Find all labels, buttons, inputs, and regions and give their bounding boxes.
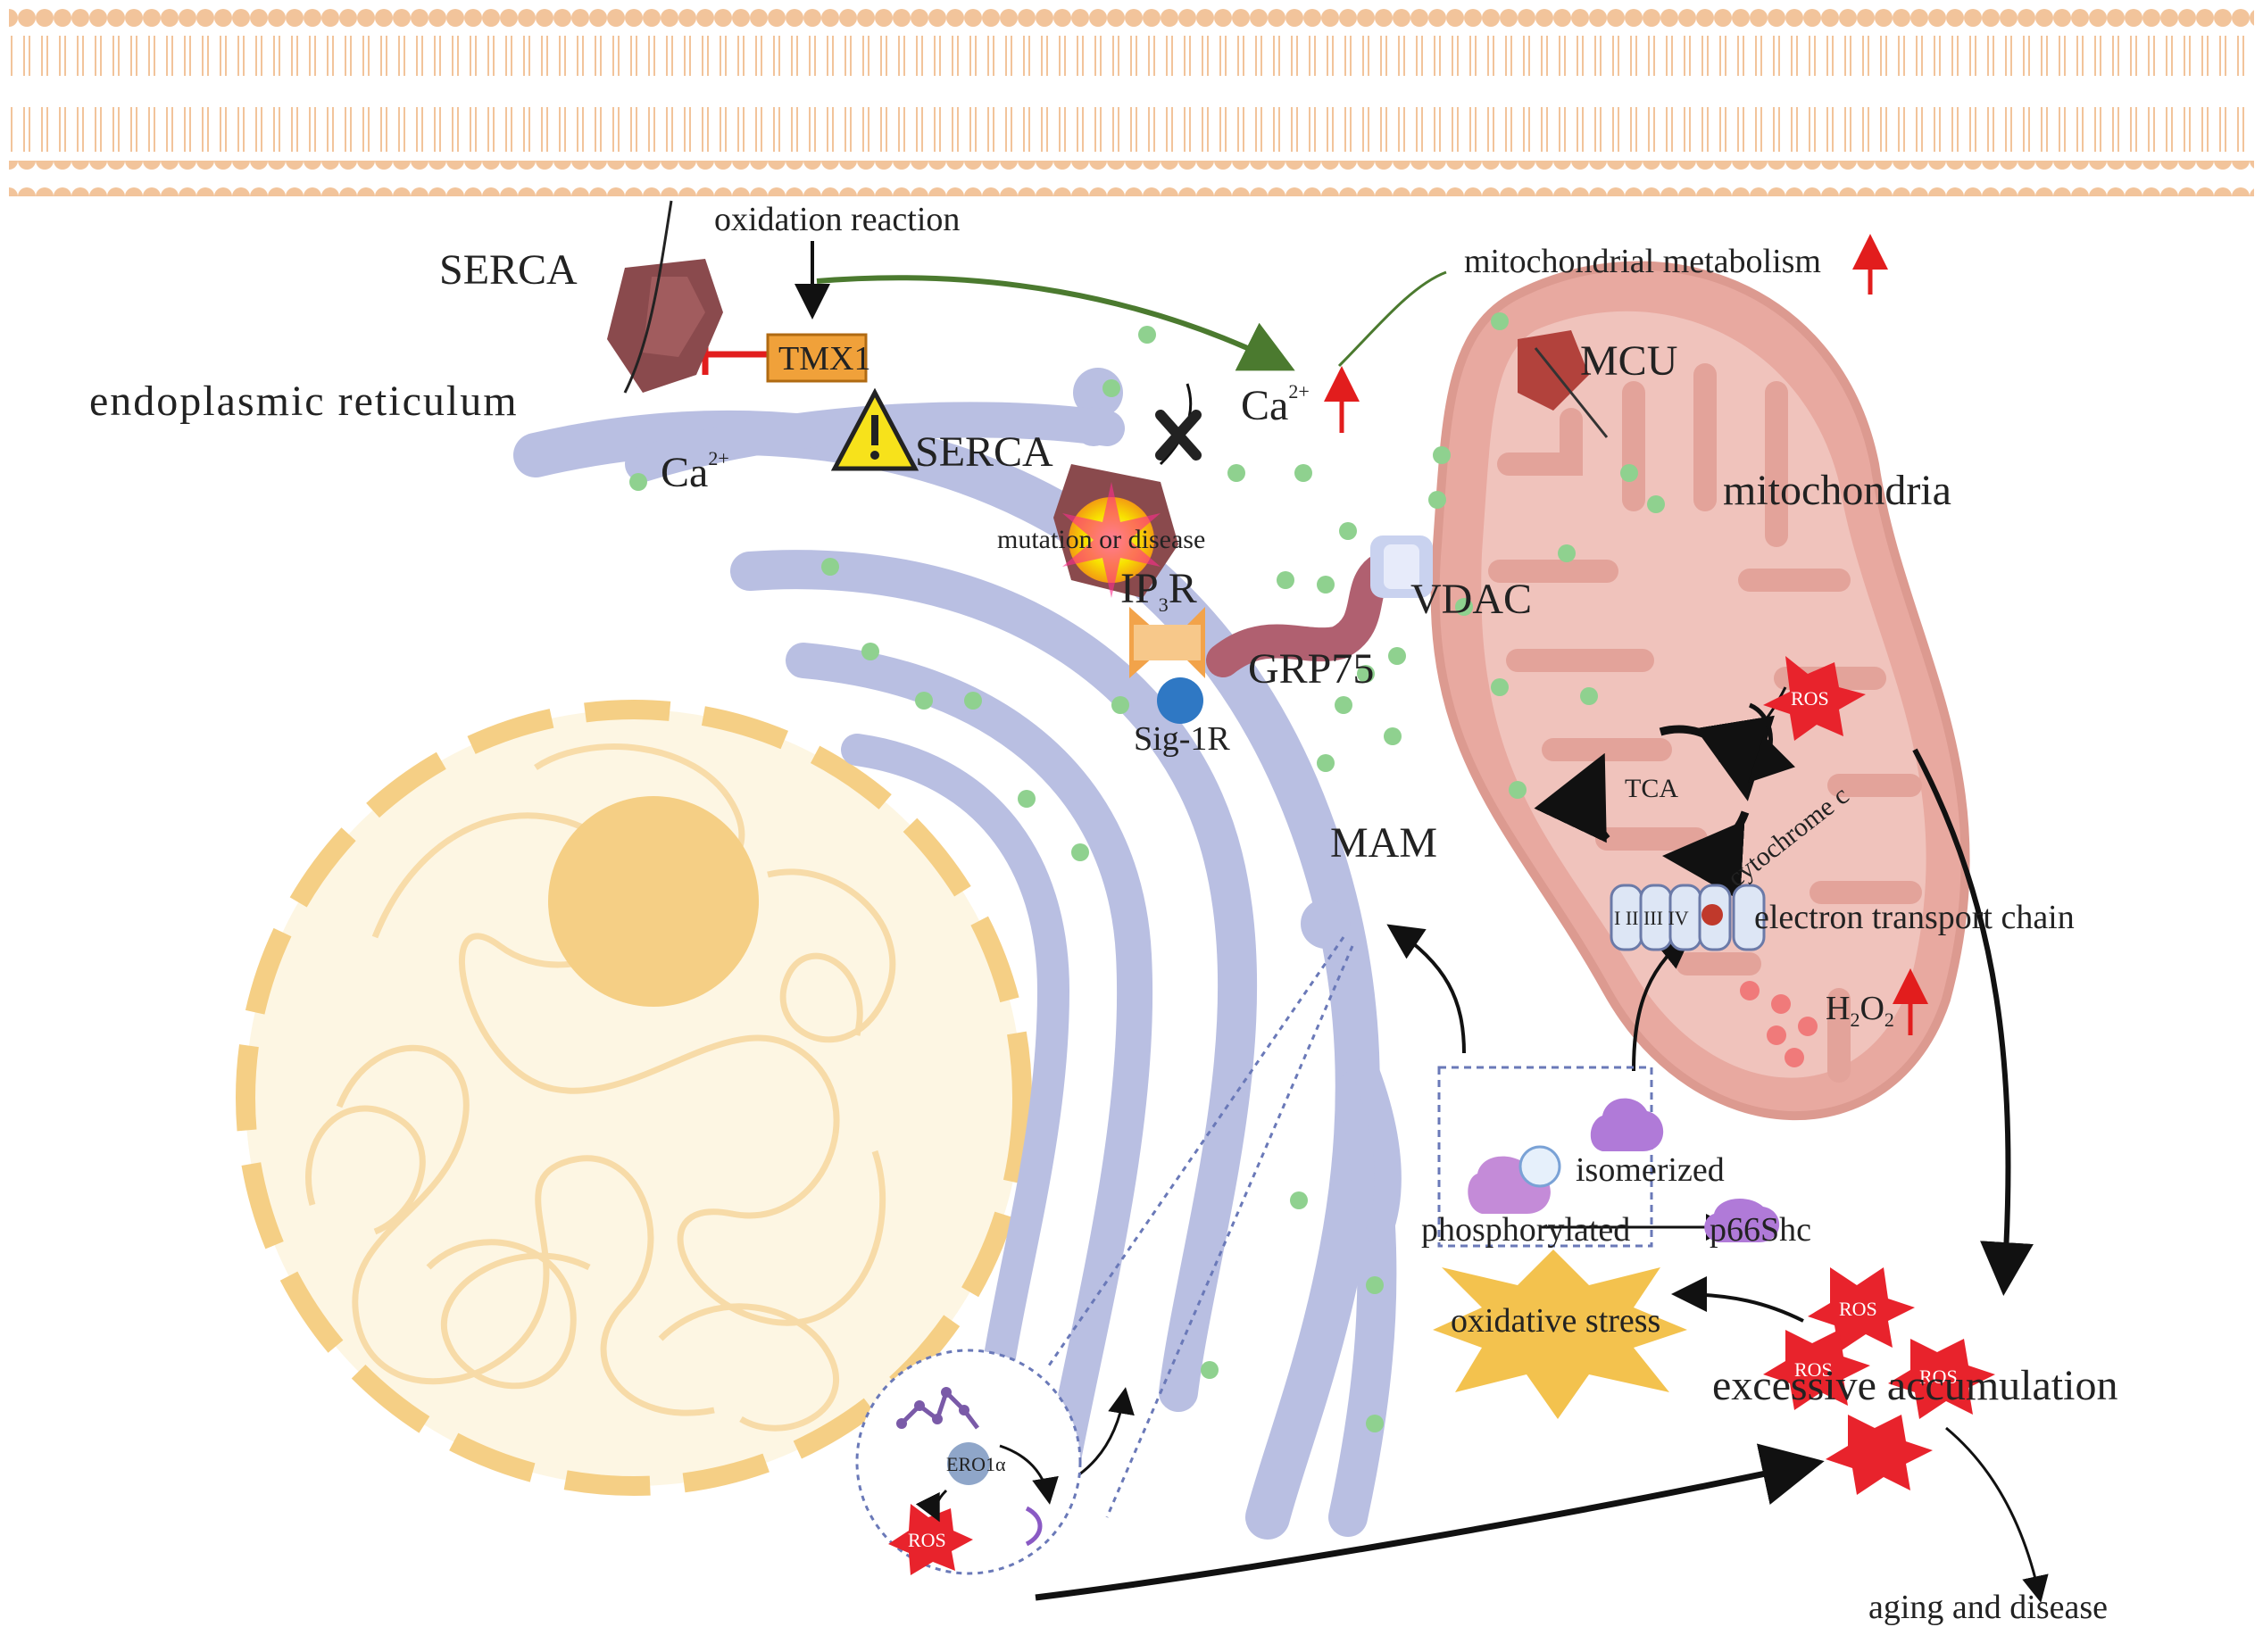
ero1a-inset: [855, 1349, 1082, 1575]
label-ros-inset: ROS: [908, 1529, 946, 1551]
tmx1-box: [766, 333, 868, 383]
label-excessive-accumulation: excessive accumulation: [1712, 1362, 2117, 1409]
label-p66shc: p66Shc: [1710, 1211, 1811, 1249]
mam-region-box: [1437, 1066, 1653, 1248]
label-mam: MAM: [1330, 819, 1437, 867]
label-tca: TCA: [1625, 774, 1678, 803]
warning-icon: [830, 387, 919, 471]
etc-complexes: [1610, 884, 1766, 951]
label-ros-acc-2: ROS: [1794, 1358, 1833, 1381]
label-etc: electron transport chain: [1754, 899, 2075, 936]
serca-pump-mutant: [1053, 464, 1178, 598]
label-oxidation-reaction: oxidation reaction: [714, 201, 960, 238]
p66shc-isomerized: [1590, 1098, 1664, 1151]
zoom-lines: [1047, 936, 1354, 1518]
p66shc-final: [1704, 1198, 1780, 1242]
label-serca-mid: SERCA: [915, 428, 1053, 476]
nucleus: [236, 700, 1032, 1496]
label-ca-er: Ca2+: [661, 447, 729, 496]
label-ip3r: IP3R: [1120, 565, 1197, 616]
h2o2-dots: [1740, 981, 1818, 1067]
label-sig1r: Sig-1R: [1134, 720, 1230, 758]
label-ros-acc-3: ROS: [1919, 1366, 1958, 1388]
label-aging-and-disease: aging and disease: [1868, 1589, 2108, 1626]
grp75-protein: [1206, 554, 1396, 677]
serca-pump-top: [607, 200, 723, 394]
mcu-channel: [1518, 330, 1609, 438]
label-mutation-or-disease: mutation or disease: [997, 525, 1205, 554]
label-oxidative-stress: oxidative stress: [1451, 1302, 1660, 1340]
oxidative-stress-burst: [1433, 1249, 1687, 1419]
cristae: [1488, 363, 1922, 1083]
calcium-ions: [629, 312, 1665, 1432]
label-ros-mito: ROS: [1791, 687, 1829, 710]
label-mcu: MCU: [1580, 337, 1677, 385]
ip3r-channel: [1129, 607, 1205, 678]
label-complexes: I II III IV: [1614, 907, 1689, 929]
plasma-membrane: [9, 9, 2254, 196]
label-mitochondria: mitochondria: [1723, 467, 1951, 514]
mitochondrion: [1430, 261, 1970, 1121]
label-grp75: GRP75: [1248, 645, 1374, 693]
label-mitochondrial-metabolism: mitochondrial metabolism: [1464, 243, 1821, 280]
nucleolus: [548, 796, 759, 1007]
label-tmx1: TMX1: [778, 340, 870, 378]
ros-bursts: [1763, 656, 1995, 1495]
sig1r-protein: [1157, 677, 1203, 724]
arrows: [702, 241, 2049, 1603]
vdac-channel: [1370, 535, 1433, 598]
label-h2o2: H2O2: [1826, 990, 1894, 1031]
label-vdac: VDAC: [1410, 576, 1532, 623]
label-ero1a: ERO1α: [946, 1453, 1006, 1475]
label-ca-cytosol: Ca2+: [1241, 380, 1310, 429]
label-serca-top: SERCA: [439, 246, 578, 294]
label-isomerized: isomerized: [1576, 1151, 1725, 1189]
increase-arrows: [1324, 234, 1928, 1035]
label-endoplasmic-reticulum: endoplasmic reticulum: [89, 378, 519, 425]
p66shc-phosphorylated: [1468, 1145, 1561, 1214]
blocked-icon: [1155, 410, 1202, 461]
label-phosphorylated: phosphorylated: [1421, 1211, 1630, 1249]
label-ros-acc-1: ROS: [1839, 1298, 1877, 1320]
tca-cycle: [1534, 702, 1795, 901]
